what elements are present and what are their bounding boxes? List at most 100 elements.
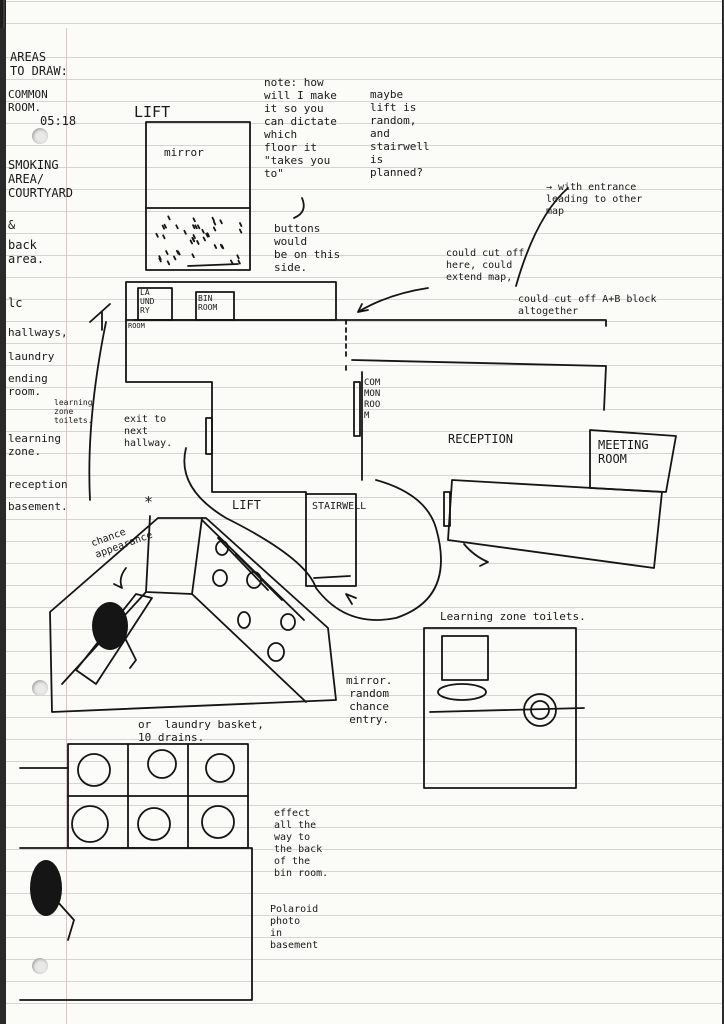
lift-floor-mark bbox=[158, 257, 162, 263]
margin-arrow bbox=[89, 303, 111, 331]
lift-floor-texture bbox=[155, 215, 243, 266]
sidebar-item-learning-zone: learning zone. bbox=[8, 432, 61, 458]
reception-area bbox=[447, 479, 663, 569]
note-entrance: → with entrance leading to other map bbox=[546, 182, 643, 217]
note-cut-ab: could cut off A+B block altogether bbox=[518, 294, 657, 317]
reception-arrow bbox=[463, 543, 489, 567]
lift-floor-mark bbox=[191, 236, 195, 242]
meeting-room-label: MEETING ROOM bbox=[598, 438, 649, 466]
lift-floor-mark bbox=[212, 226, 217, 232]
chance-arrow bbox=[113, 567, 127, 589]
reception-door bbox=[443, 491, 451, 527]
laundry-back-wall bbox=[145, 515, 203, 595]
lift-floor-mark bbox=[192, 234, 196, 239]
basement-figure bbox=[30, 860, 62, 916]
margin-toilets-note: learning zone toilets. bbox=[54, 398, 93, 425]
lift-floor-mark bbox=[166, 260, 171, 266]
washer-5 bbox=[137, 807, 171, 841]
reception-label: RECEPTION bbox=[448, 432, 514, 446]
exit-note: exit to next hallway. bbox=[124, 414, 173, 449]
asterisk-mark: * bbox=[144, 493, 154, 511]
note-how: note: how will I make it so you can dict… bbox=[264, 76, 337, 180]
note-arrow bbox=[293, 197, 305, 219]
note-maybe-lift: maybe lift is random, and stairwell is p… bbox=[370, 88, 430, 179]
room-label: ROOM bbox=[128, 322, 145, 330]
note-cut-off: could cut off here, could extend map, bbox=[446, 248, 525, 283]
lift-buttons-note: buttons would be on this side. bbox=[274, 222, 341, 274]
stairwell-step bbox=[313, 575, 351, 579]
bin-room-label: BIN ROOM bbox=[198, 294, 218, 312]
sink bbox=[437, 683, 487, 701]
lift-back-wall bbox=[145, 121, 251, 271]
lift-floor-mark bbox=[230, 259, 234, 265]
toilets-counter bbox=[429, 707, 585, 713]
sidebar-item-lc: lc bbox=[8, 296, 23, 310]
lift-floor-mark bbox=[205, 232, 209, 238]
effect-note: effect all the way to the back of the bi… bbox=[274, 808, 329, 879]
down-arrow bbox=[88, 321, 107, 501]
sidebar-item-reception: reception bbox=[8, 478, 68, 491]
washer-2 bbox=[147, 749, 177, 779]
laundry-sketch bbox=[49, 515, 337, 713]
sidebar-item-basement: basement. bbox=[8, 500, 68, 513]
lift-floor-mark bbox=[206, 232, 210, 238]
basket-note: or laundry basket, 10 drains. bbox=[138, 718, 264, 744]
common-room-label: COM MON ROO M bbox=[364, 378, 381, 421]
sidebar-item-laundry: laundry bbox=[8, 350, 55, 363]
lift-floor-mark bbox=[196, 224, 201, 230]
lift-floor-mark bbox=[201, 228, 205, 234]
lift-door-gap bbox=[187, 263, 239, 267]
sidebar-item-amp: & bbox=[8, 218, 16, 232]
lift-floor-mark bbox=[167, 215, 171, 221]
lift-floor-mark bbox=[162, 234, 166, 240]
margin-line bbox=[66, 28, 67, 1024]
washer-1 bbox=[77, 753, 111, 787]
lift-floor-mark bbox=[194, 224, 198, 230]
lift-title: LIFT bbox=[134, 103, 171, 121]
toilet-bowl-inner bbox=[530, 700, 550, 720]
lift-floor-mark bbox=[196, 240, 200, 245]
washer-3 bbox=[205, 753, 235, 783]
stairwell-box bbox=[305, 493, 357, 587]
toilet-mirror bbox=[441, 635, 489, 681]
washer-doors bbox=[212, 540, 296, 662]
lift-floor-mark bbox=[161, 224, 166, 230]
sidebar-time: 05:18 bbox=[40, 114, 77, 128]
lift-floor-mark bbox=[155, 232, 159, 238]
sidebar-heading: AREAS TO DRAW: bbox=[10, 50, 68, 78]
curve-path bbox=[183, 447, 442, 621]
lift-floor-mark bbox=[191, 253, 195, 259]
hallway-left-wall bbox=[125, 319, 307, 495]
toilets-sketch bbox=[423, 627, 585, 789]
polaroid-note: Polaroid photo in basement bbox=[270, 904, 319, 951]
lift-floor-mark bbox=[192, 217, 196, 223]
hallway-top-wall bbox=[133, 319, 607, 327]
floor-plan bbox=[88, 281, 677, 621]
toilets-title: Learning zone toilets. bbox=[440, 610, 586, 623]
lift-mirror-label: mirror bbox=[164, 146, 204, 159]
punch-hole-bottom bbox=[32, 958, 48, 974]
cut-off-arrow bbox=[357, 287, 429, 313]
lift-floor-mark bbox=[163, 223, 167, 229]
lift-floor-mark bbox=[189, 239, 193, 245]
basement-outline bbox=[19, 767, 253, 1001]
washer-6 bbox=[201, 805, 235, 839]
lift-floor-mark bbox=[213, 244, 218, 249]
washer-grid-sketch bbox=[19, 743, 253, 1001]
punch-hole-middle bbox=[32, 680, 48, 696]
washer-4 bbox=[71, 805, 109, 843]
lift-floor-mark bbox=[183, 229, 187, 235]
lift-floor-mark bbox=[238, 228, 243, 234]
sidebar-item-ending-room: ending room. bbox=[8, 372, 48, 398]
punch-hole-top bbox=[32, 128, 48, 144]
lift-floor-mark bbox=[173, 255, 177, 261]
laundry-label: LA UND RY bbox=[140, 288, 155, 315]
meeting-room bbox=[589, 429, 677, 493]
laundry-room-outline bbox=[49, 517, 337, 713]
entrance-arrow bbox=[515, 187, 569, 287]
lift-floor-mark bbox=[212, 220, 217, 226]
sidebar-item-back-area: back area. bbox=[8, 238, 45, 266]
common-room-door bbox=[353, 381, 361, 437]
lift-floor-mark bbox=[219, 243, 224, 249]
washer-rows bbox=[201, 519, 305, 621]
